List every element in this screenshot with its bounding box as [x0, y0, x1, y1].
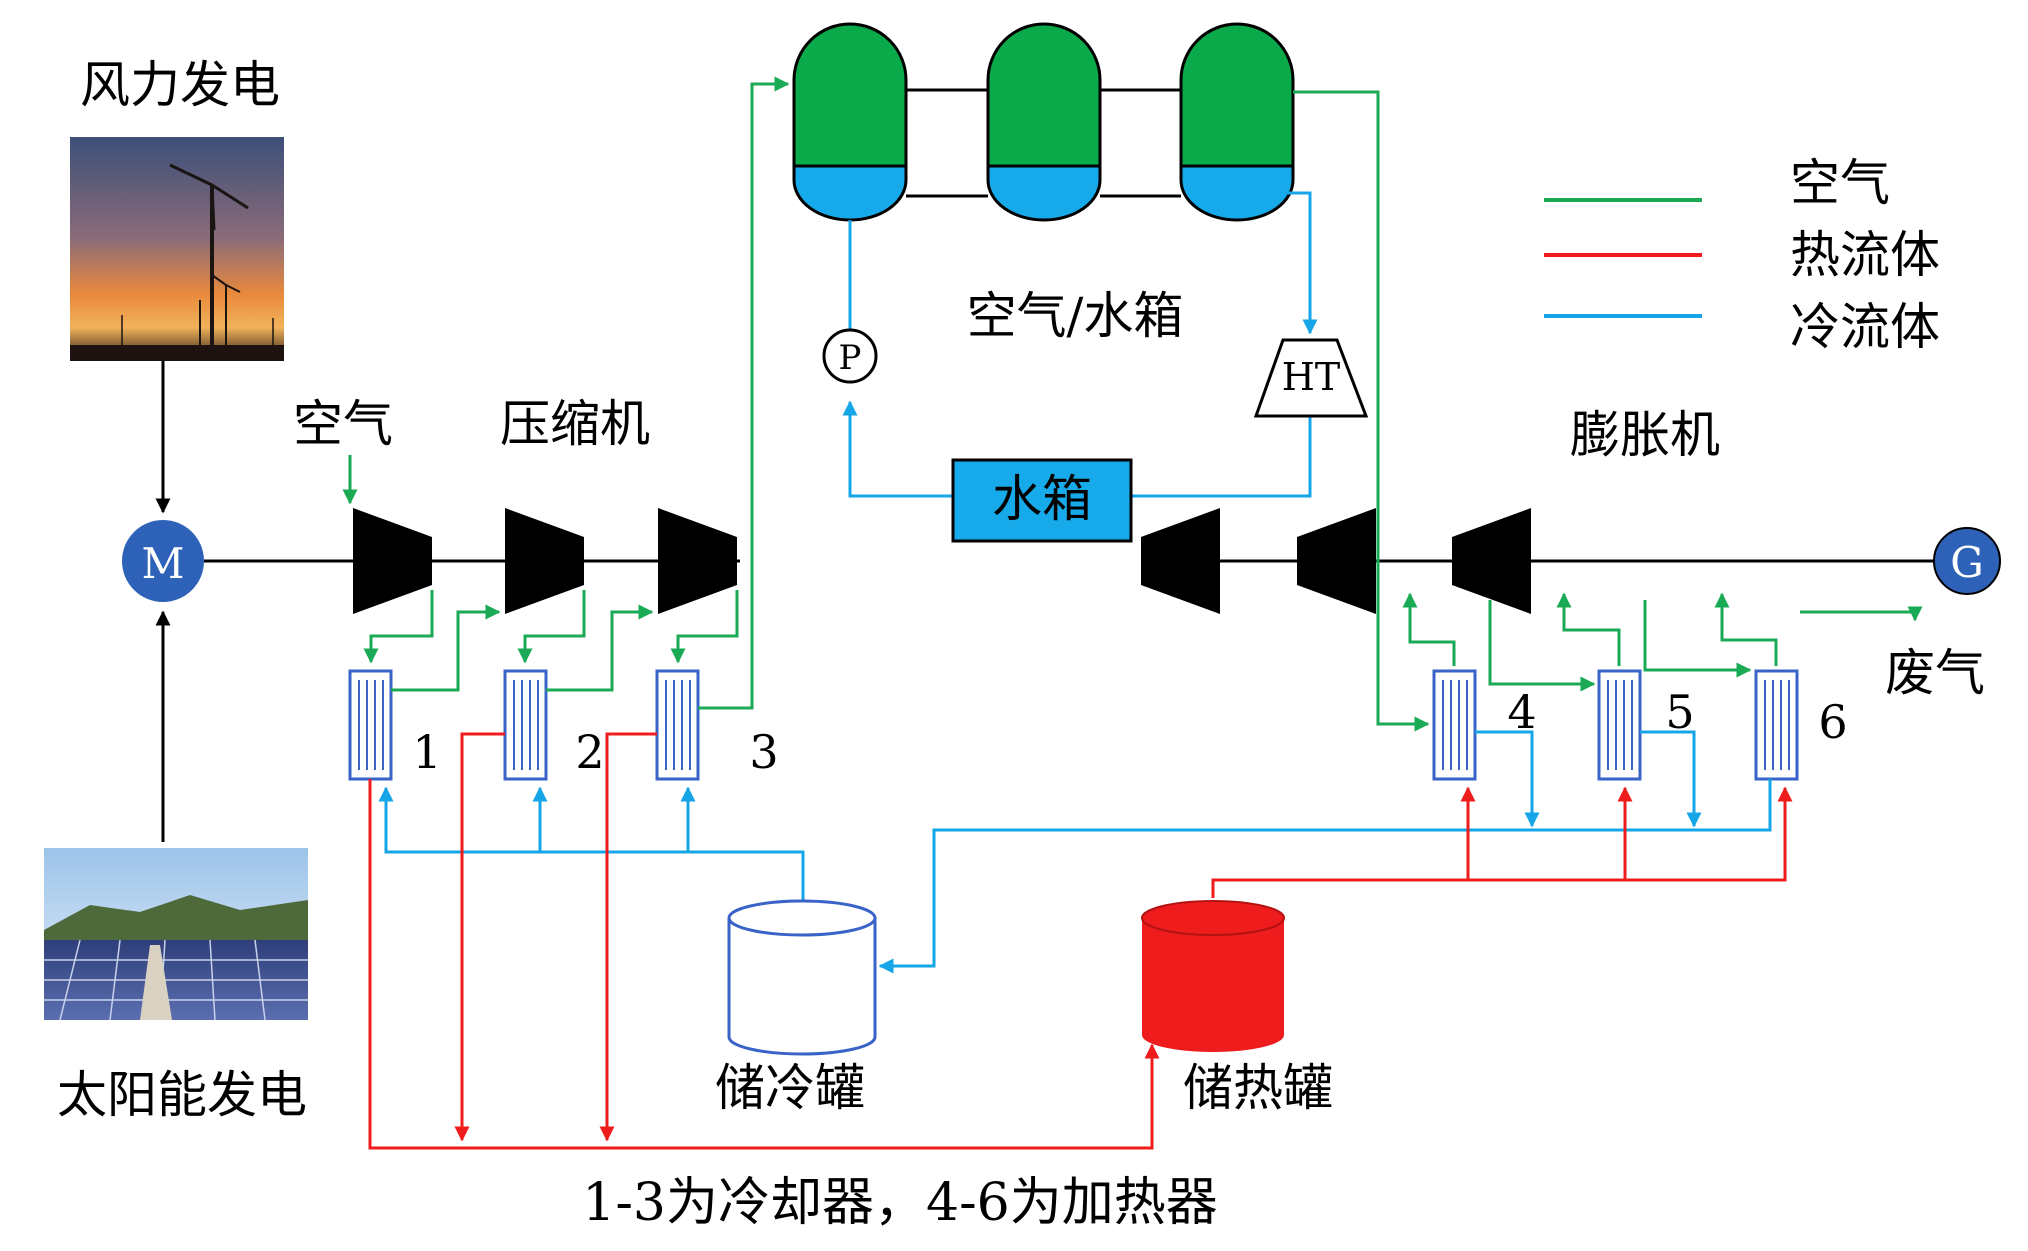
air-water-tank-label: 空气/水箱 — [967, 287, 1184, 345]
water-loop — [842, 191, 1318, 498]
water-tank: 水箱 — [951, 458, 1133, 543]
legend-cold-label: 冷流体 — [1790, 298, 1940, 356]
solar-panel-photo — [44, 848, 308, 1021]
cold-storage-label: 储冷罐 — [715, 1059, 865, 1117]
expander-air-path — [1293, 90, 1923, 732]
compressor-air-path — [363, 76, 790, 710]
compressor-label: 压缩机 — [500, 395, 650, 453]
diagram-caption: 1-3为冷却器，4-6为加热器 — [582, 1173, 1217, 1233]
exhaust-label: 废气 — [1885, 644, 1985, 702]
turbine-icon: HT — [1253, 338, 1369, 418]
generator-label: G — [1950, 538, 1984, 587]
air-water-tanks — [792, 22, 1295, 222]
pump-icon: P — [822, 328, 878, 384]
heater-hx — [1432, 669, 1799, 781]
hx-4-label: 4 — [1507, 685, 1536, 739]
pump-label: P — [839, 338, 862, 378]
hx-6-label: 6 — [1818, 695, 1847, 749]
legend: 空气 热流体 冷流体 — [1544, 154, 1940, 356]
water-tank-label: 水箱 — [992, 470, 1092, 528]
hx-5-label: 5 — [1665, 685, 1694, 739]
generator-icon: G — [1933, 527, 2001, 595]
expander-icon — [1141, 508, 1531, 614]
cooler-hx — [348, 669, 700, 781]
hot-fluid-loop — [368, 732, 1793, 1150]
compressor-icon — [353, 508, 737, 614]
hx-1-label: 1 — [412, 725, 441, 779]
hx-3-label: 3 — [749, 725, 778, 779]
legend-hot-label: 热流体 — [1790, 226, 1940, 284]
heat-storage-label: 储热罐 — [1183, 1059, 1333, 1117]
motor-icon: M — [122, 520, 204, 602]
cold-fluid-loop — [378, 730, 1772, 974]
wind-turbine-photo — [70, 137, 284, 361]
air-inlet-label: 空气 — [293, 395, 393, 453]
solar-power-label: 太阳能发电 — [57, 1066, 307, 1124]
wind-power-label: 风力发电 — [80, 56, 280, 114]
heat-storage-tank — [1141, 900, 1285, 1052]
motor-label: M — [141, 539, 184, 588]
cold-storage-tank — [727, 899, 877, 1056]
turbine-label: HT — [1282, 355, 1340, 399]
legend-air-label: 空气 — [1790, 154, 1890, 212]
hx-2-label: 2 — [575, 725, 604, 779]
expander-label: 膨胀机 — [1570, 406, 1720, 464]
